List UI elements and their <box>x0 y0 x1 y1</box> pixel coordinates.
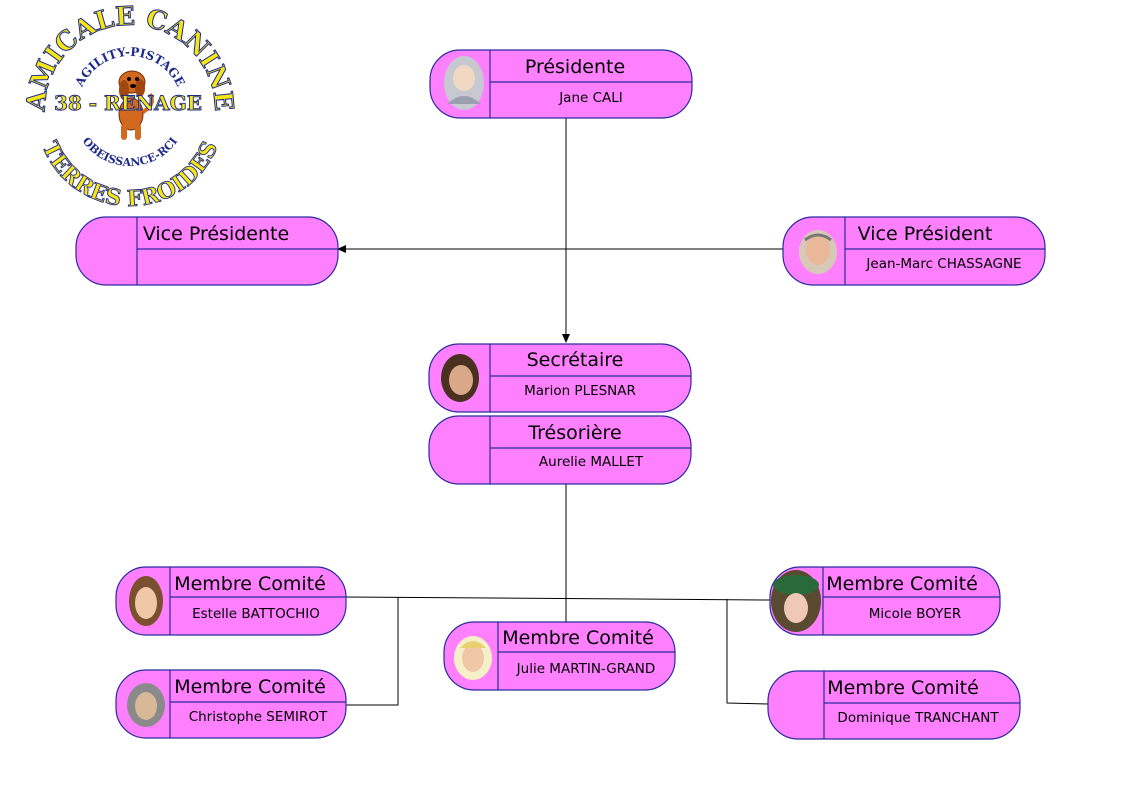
logo-arc-bottom: TERRES FROIDES <box>37 137 224 212</box>
member-name: Jane CALI <box>558 90 623 106</box>
portrait-photo <box>771 570 821 632</box>
portrait-photo <box>799 230 837 274</box>
node-tresoriere[interactable]: Trésorière Aurelie MALLET <box>428 415 692 485</box>
member-name: Julie MARTIN-GRAND <box>516 661 656 677</box>
member-name: Christophe SEMIROT <box>189 709 328 725</box>
node-membre-2[interactable]: Membre Comité Christophe SEMIROT <box>115 669 347 739</box>
node-vice-presidente[interactable]: Vice Présidente <box>75 216 339 286</box>
role-label: Présidente <box>525 56 625 78</box>
node-membre-1[interactable]: Membre Comité Estelle BATTOCHIO <box>115 566 347 636</box>
role-label: Membre Comité <box>827 677 979 699</box>
node-membre-5[interactable]: Membre Comité Dominique TRANCHANT <box>767 670 1021 740</box>
portrait-photo <box>444 56 484 110</box>
connector-member-left-bottom <box>346 597 399 706</box>
portrait-photo <box>441 354 479 402</box>
member-name: Jean-Marc CHASSAGNE <box>865 256 1021 272</box>
portrait-photo <box>454 636 492 680</box>
portrait-photo <box>127 683 165 727</box>
member-name: Marion PLESNAR <box>524 383 636 399</box>
logo-arc-inner-bottom: OBEISSANCE-RCI <box>80 135 180 169</box>
connector-member-right-bottom <box>726 599 771 705</box>
role-label: Membre Comité <box>826 573 978 595</box>
club-logo: AMICALE CANINE AGILITY-PISTAGE 38 - RENA… <box>21 1 239 213</box>
member-name: Aurelie MALLET <box>539 454 644 470</box>
node-vice-president[interactable]: Vice Président Jean-Marc CHASSAGNE <box>782 216 1046 286</box>
node-membre-4[interactable]: Membre Comité Micole BOYER <box>769 566 1001 636</box>
role-label: Vice Président <box>858 223 993 245</box>
logo-center-text: 38 - RENAGE <box>54 91 202 115</box>
node-membre-3[interactable]: Membre Comité Julie MARTIN-GRAND <box>443 621 676 691</box>
member-name: Micole BOYER <box>869 606 962 622</box>
arrow-down-icon <box>562 334 570 343</box>
role-label: Membre Comité <box>174 676 326 698</box>
role-label: Trésorière <box>527 422 621 444</box>
node-presidente[interactable]: Présidente Jane CALI <box>429 49 693 119</box>
role-label: Membre Comité <box>502 627 654 649</box>
role-label: Membre Comité <box>174 573 326 595</box>
connectors <box>337 118 792 706</box>
connector-members-bar <box>345 596 771 601</box>
dog-mascot-icon <box>118 70 154 140</box>
role-label: Secrétaire <box>527 349 624 371</box>
node-secretaire[interactable]: Secrétaire Marion PLESNAR <box>428 343 692 413</box>
member-name: Dominique TRANCHANT <box>837 710 999 726</box>
member-name: Estelle BATTOCHIO <box>192 606 320 622</box>
arrow-left-icon <box>337 245 346 253</box>
portrait-photo <box>129 576 163 626</box>
role-label: Vice Présidente <box>143 223 289 245</box>
